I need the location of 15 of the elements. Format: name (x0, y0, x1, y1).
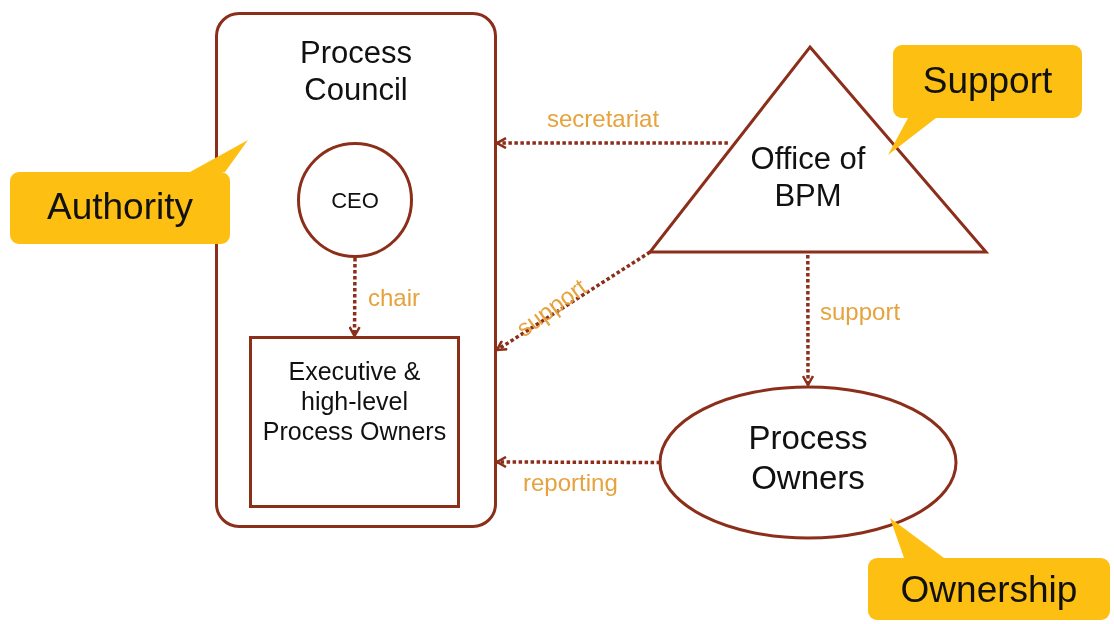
callout-text: Ownership (899, 568, 1079, 612)
dotted-arrow (495, 250, 651, 352)
council-panel (215, 12, 497, 528)
role-box (249, 336, 460, 508)
callout-text: Support (921, 59, 1054, 103)
node-text: CEO (330, 188, 380, 215)
dotted-arrow (801, 255, 815, 387)
dotted-arrow (495, 136, 728, 150)
dotted-arrow (348, 258, 361, 338)
node-text: Process Owners (747, 418, 869, 498)
node-text: Process Council (299, 34, 413, 109)
dotted-arrow (495, 455, 661, 469)
callout-text: Authority (46, 185, 194, 229)
node-text: Executive & high-level Process Owners (262, 356, 447, 446)
node-text: Office of BPM (749, 140, 867, 215)
